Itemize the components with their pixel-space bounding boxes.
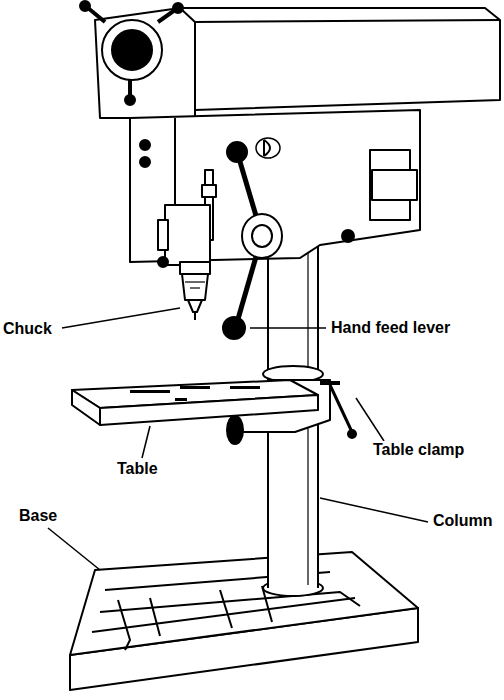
leader-line bbox=[48, 528, 100, 570]
leader-lines bbox=[48, 308, 428, 570]
leader-line bbox=[320, 498, 428, 522]
leader-line bbox=[250, 327, 326, 329]
hand-feed-lever-drawing bbox=[223, 142, 282, 339]
leader-line bbox=[142, 426, 150, 458]
part-label: Base bbox=[18, 507, 58, 525]
part-label: Column bbox=[432, 512, 494, 530]
head-drawing bbox=[80, 1, 500, 262]
table-drawing bbox=[72, 366, 356, 444]
part-label: Table clamp bbox=[372, 441, 465, 459]
base-drawing bbox=[70, 552, 418, 690]
leader-line bbox=[62, 308, 180, 328]
part-label: Chuck bbox=[2, 320, 53, 338]
part-label: Hand feed lever bbox=[330, 319, 451, 337]
part-label: Table bbox=[116, 460, 159, 478]
leader-line bbox=[356, 398, 384, 441]
spindle-drawing bbox=[158, 205, 210, 320]
